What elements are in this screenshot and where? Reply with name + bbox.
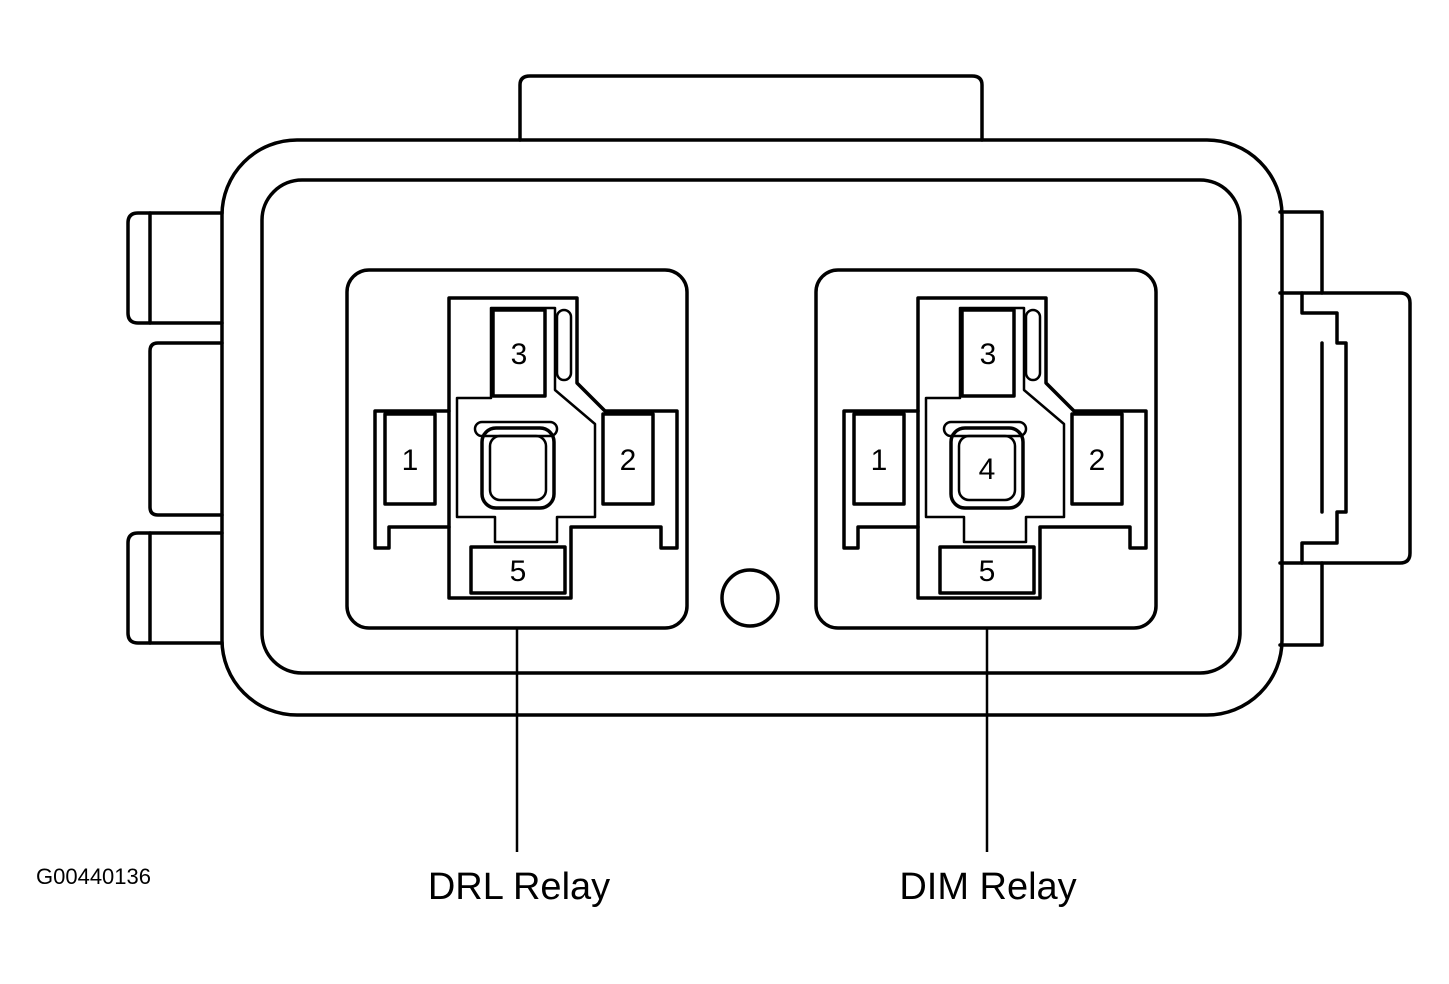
- drl-pin-1-label: 1: [402, 444, 419, 477]
- center-hole: [720, 568, 780, 628]
- dim-pin-5-label: 5: [979, 555, 996, 588]
- drl-pin-5-terminal: [469, 545, 567, 595]
- drl-pin-4-terminal: [480, 426, 556, 510]
- dim-pin-5-terminal: [938, 545, 1036, 595]
- figure-id: G00440136: [36, 864, 151, 889]
- drl-relay-socket: 3 1 2 5: [345, 268, 689, 630]
- dim-pin-3-terminal: [960, 308, 1016, 398]
- dim-pin-4-terminal: [949, 426, 1025, 510]
- left-side-tabs: [126, 211, 224, 645]
- dim-pin-3-label: 3: [980, 338, 997, 371]
- drl-pin-2-label: 2: [620, 444, 637, 477]
- connector-face: [260, 178, 1242, 675]
- dim-pin-2-label: 2: [1089, 444, 1106, 477]
- dim-pin-1-label: 1: [871, 444, 888, 477]
- right-side-latch: [1278, 210, 1412, 647]
- drl-pin-3-terminal: [491, 308, 547, 398]
- dim-relay-socket: 3 1 2 5 4: [814, 268, 1158, 630]
- dim-pin-2-terminal: [1070, 412, 1124, 506]
- dim-relay-label: DIM Relay: [899, 866, 1076, 908]
- dim-pin-1-terminal: [852, 412, 906, 506]
- drl-relay-label: DRL Relay: [428, 866, 610, 908]
- dim-pin-4-label: 4: [979, 453, 996, 486]
- top-latch-tab: [518, 74, 984, 142]
- drl-pin-2-terminal: [601, 412, 655, 506]
- drl-pin-3-label: 3: [511, 338, 528, 371]
- drl-pin-5-label: 5: [510, 555, 527, 588]
- connector-housing: [220, 138, 1284, 717]
- drl-pin-1-terminal: [383, 412, 437, 506]
